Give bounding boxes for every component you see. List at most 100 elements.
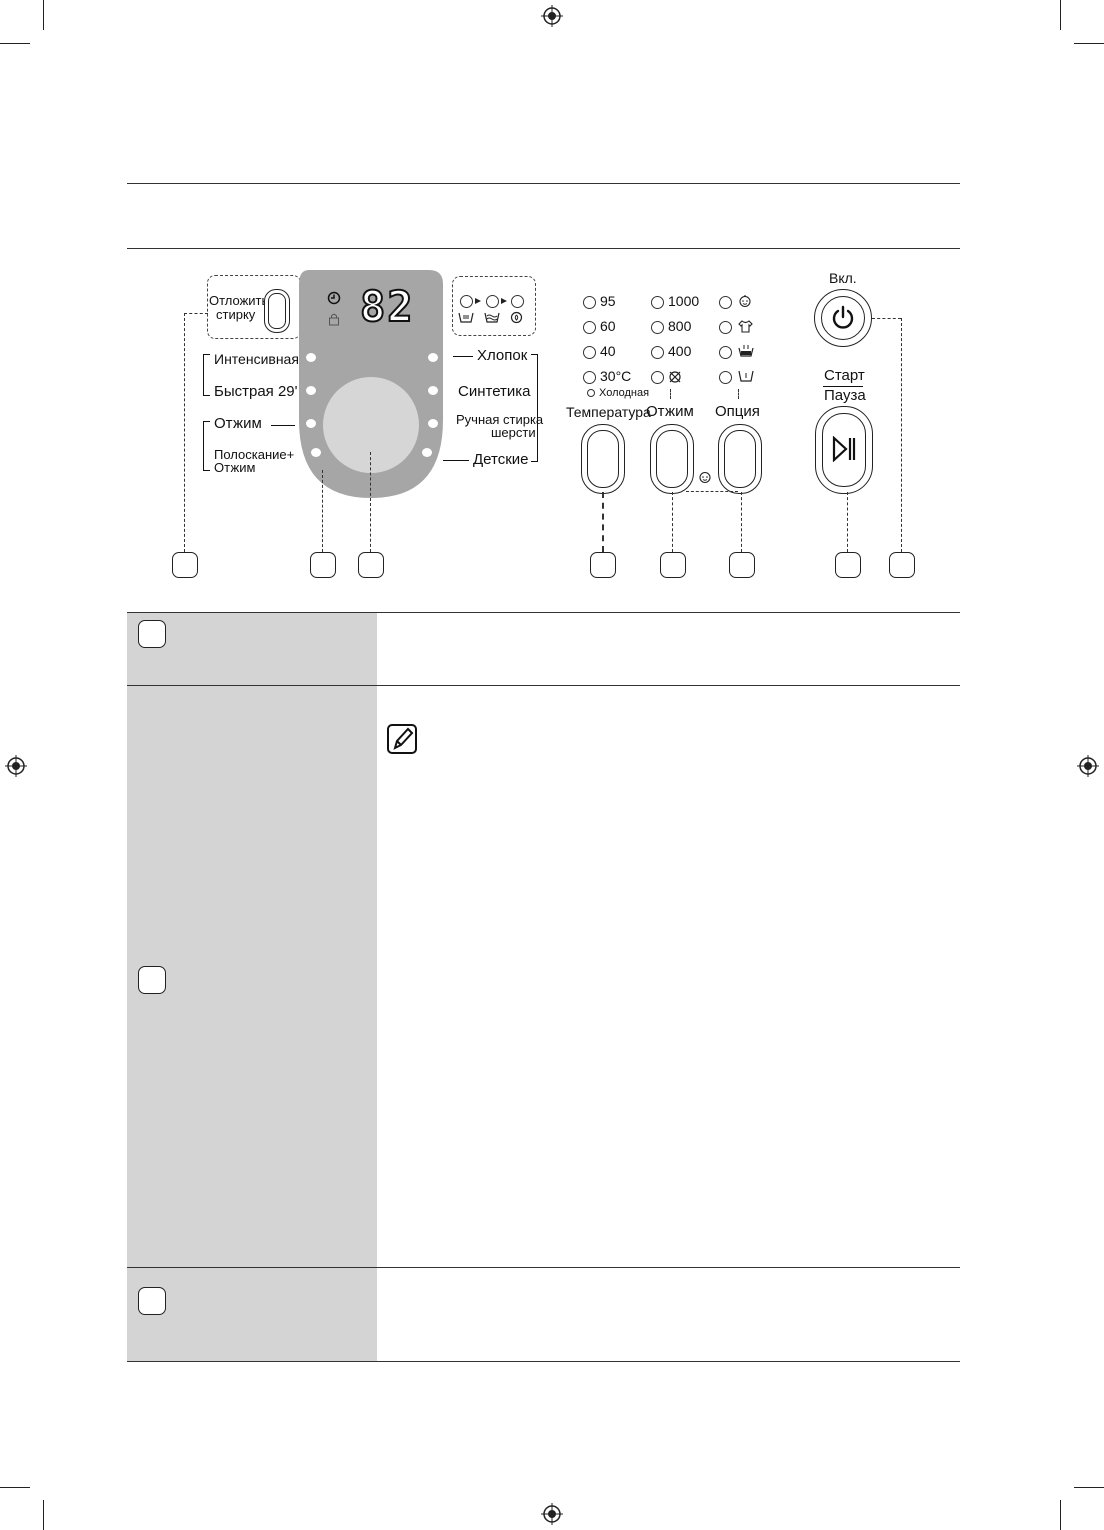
no-spin-icon: [669, 371, 681, 383]
program-label-cotton: Хлопок: [477, 347, 528, 364]
power-icon: [832, 305, 854, 329]
start-pause-button-inner: [822, 413, 866, 487]
pause-label: Пауза: [824, 387, 866, 404]
program-led-intensive: [306, 353, 316, 362]
registration-mark-icon: [541, 5, 563, 27]
program-dial[interactable]: [323, 377, 419, 473]
option-button[interactable]: [718, 424, 762, 494]
spin-button[interactable]: [650, 424, 694, 494]
program-led-rinse-spin: [311, 448, 321, 457]
program-led-wool: [428, 419, 438, 428]
temp-led-30: [583, 371, 596, 384]
registration-mark-icon: [5, 755, 27, 777]
delay-start-label-2: стирку: [216, 307, 256, 322]
child-lock-link: [686, 491, 738, 492]
program-label-rinse: Полоскание+: [214, 447, 295, 462]
table-rule: [127, 612, 960, 613]
arrow-right-icon: [501, 298, 507, 304]
program-label-baby: Детские: [473, 451, 529, 468]
crop-mark: [43, 1500, 44, 1530]
status-led-spin: [511, 295, 524, 308]
callout-leader: [741, 492, 742, 552]
wash-tub-icon: [458, 312, 474, 323]
callout-box-7: [835, 552, 861, 578]
table-label-cell-3: [127, 1268, 377, 1361]
play-pause-icon: [832, 436, 856, 462]
callout-leader: [872, 318, 901, 319]
crop-mark: [1074, 43, 1104, 44]
program-led-synthetic: [428, 386, 438, 395]
delay-start-button-inner: [268, 293, 286, 329]
dotted-marker: [738, 389, 739, 399]
option-led-baby: [719, 296, 732, 309]
spin-icon: [510, 311, 523, 324]
spin-button-inner: [656, 430, 688, 488]
table-rule: [127, 1361, 960, 1362]
leader-line: [443, 460, 469, 461]
callout-leader: [184, 313, 208, 314]
option-led-shirt: [719, 321, 732, 334]
callout-box-3: [358, 552, 384, 578]
callout-box-8: [889, 552, 915, 578]
rinse-tub-icon: [484, 312, 500, 323]
table-label-cell-2: [127, 686, 377, 1267]
leader-line: [271, 425, 295, 426]
power-label: Вкл.: [829, 270, 857, 286]
crop-mark: [1060, 0, 1061, 30]
program-label-rinse-spin: Отжим: [214, 460, 256, 475]
program-led-spin: [306, 419, 316, 428]
temp-led-95: [583, 296, 596, 309]
note-pencil-icon: [387, 724, 417, 754]
control-panel-diagram: Отложить стирку 82 Интенсивная Быстрая 2…: [0, 0, 1104, 600]
program-label-spin: Отжим: [214, 415, 262, 432]
program-label-intensive: Интенсивная: [214, 351, 299, 367]
table-label-cell-1: [127, 613, 377, 685]
temperature-button-label: Температура: [566, 404, 651, 420]
status-indicator-box: [452, 276, 536, 336]
bracket-left-1: [203, 354, 210, 396]
delay-start-label-1: Отложить: [209, 293, 269, 308]
callout-box-2: [310, 552, 336, 578]
option-button-inner: [724, 430, 756, 488]
crop-mark: [1060, 1500, 1061, 1530]
option-led-prewash: [719, 371, 732, 384]
callout-leader: [672, 492, 673, 552]
program-label-wool: шерсти: [491, 425, 536, 440]
cold-label: Холодная: [599, 387, 650, 399]
spin-label-800: 800: [668, 318, 692, 334]
prewash-tub-icon: [738, 370, 754, 382]
callout-box-5: [660, 552, 686, 578]
start-pause-divider: [823, 386, 863, 387]
table-rule: [127, 685, 960, 686]
temp-label-40: 40: [600, 343, 616, 359]
callout-leader: [370, 452, 371, 552]
clock-icon: [327, 291, 341, 305]
spin-label-400: 400: [668, 343, 692, 359]
program-led-cotton: [428, 353, 438, 362]
temp-label-95: 95: [600, 293, 616, 309]
child-face-icon: [699, 471, 711, 484]
shirt-icon: [738, 320, 753, 333]
callout-leader: [184, 313, 185, 552]
power-button-inner: [821, 296, 865, 340]
spin-label-1000: 1000: [668, 293, 700, 309]
status-led-wash: [460, 295, 473, 308]
lock-icon: [329, 313, 339, 326]
table-rule: [127, 1267, 960, 1268]
table-number-box-2: [138, 966, 166, 994]
temperature-button-inner: [587, 430, 619, 488]
option-led-soak: [719, 346, 732, 359]
registration-mark-icon: [541, 1503, 563, 1525]
callout-leader: [602, 492, 604, 552]
crop-mark: [0, 43, 30, 44]
callout-box-4: [590, 552, 616, 578]
temp-label-30: 30°C: [600, 368, 632, 384]
temp-led-60: [583, 321, 596, 334]
spin-led-no-spin: [651, 371, 664, 384]
program-label-handwash: Ручная стирка: [456, 412, 544, 427]
table-number-box-3: [138, 1287, 166, 1315]
callout-leader: [901, 318, 902, 552]
spin-led-1000: [651, 296, 664, 309]
registration-mark-icon: [1077, 755, 1099, 777]
temp-led-40: [583, 346, 596, 359]
